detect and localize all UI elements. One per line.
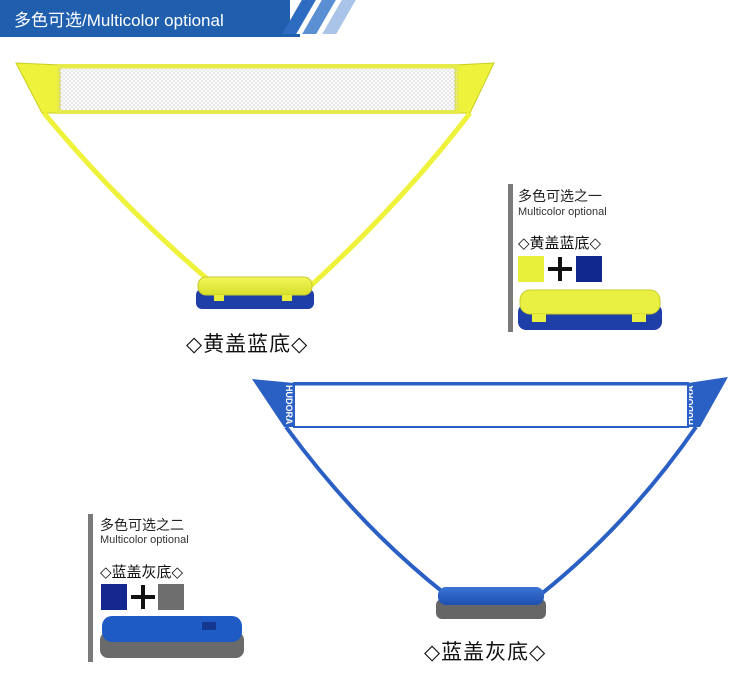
header-banner: [0, 0, 290, 34]
blue-swatch: [576, 256, 602, 282]
yellow-swatch: [518, 256, 544, 282]
product-caption: ◇蓝盖灰底◇: [424, 640, 547, 664]
plus-icon: [131, 585, 155, 609]
banner-underline: [0, 34, 300, 37]
gray-swatch: [158, 584, 184, 610]
yellow-net-image: [15, 62, 495, 309]
option-subtitle: Multicolor optional: [518, 206, 607, 218]
option-title: 多色可选之二: [100, 518, 184, 534]
option-combo: ◇黄盖蓝底◇: [518, 234, 602, 252]
blue-gray-base-image: [100, 616, 244, 658]
divider: [88, 514, 93, 662]
product-caption: ◇黄盖蓝底◇: [186, 332, 309, 356]
option-title: 多色可选之一: [518, 189, 602, 205]
page-title: 多色可选/Multicolor optional: [14, 11, 224, 30]
option-combo: ◇蓝盖灰底◇: [100, 563, 184, 581]
yellow-blue-base-image: [518, 289, 662, 330]
brand-label: HUDORA: [284, 385, 294, 425]
blue-net-image: HUDORA HUDORA: [252, 377, 728, 619]
divider: [508, 184, 513, 332]
plus-icon: [548, 257, 572, 281]
blue-swatch: [101, 584, 127, 610]
option-subtitle: Multicolor optional: [100, 534, 189, 546]
brand-label: HUDORA: [685, 385, 695, 425]
